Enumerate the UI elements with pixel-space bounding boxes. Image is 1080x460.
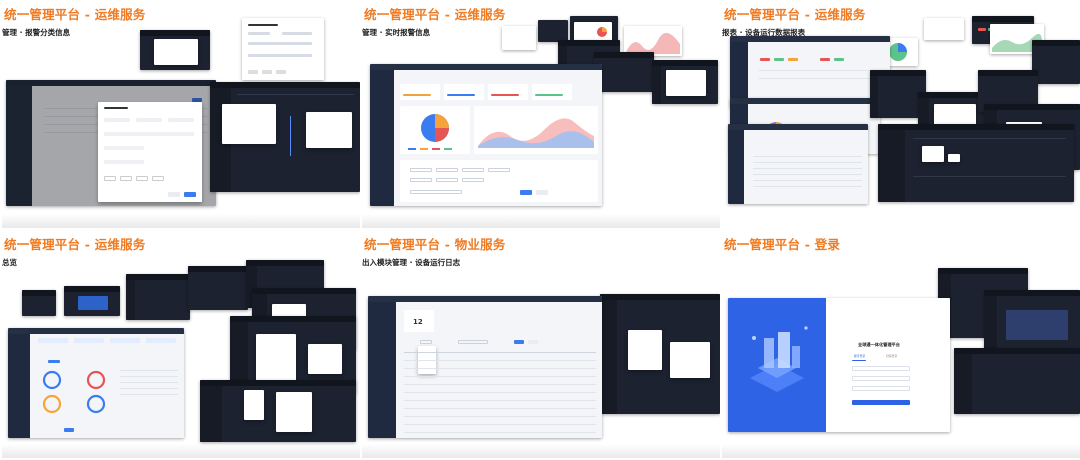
login-button[interactable] (852, 400, 910, 405)
main-screenshot-alarm-classification (6, 80, 216, 206)
username-input[interactable] (852, 366, 910, 371)
captcha-input[interactable] (852, 386, 910, 391)
panel-title: 统一管理平台 - 物业服务 (364, 237, 506, 252)
panel-title: 统一管理平台 - 运维服务 (724, 7, 866, 22)
panel-access-module: 统一管理平台 - 物业服务 出入模块管理 · 设备运行日志 12 (362, 230, 720, 458)
panel-subtitle: 出入模块管理 · 设备运行日志 (362, 258, 461, 267)
panel-subtitle: 管理 · 报警分类信息 (2, 28, 71, 37)
thumb-dark-dashboard (210, 82, 360, 192)
panel-title: 统一管理平台 - 登录 (724, 237, 841, 252)
report-screenshot-table (728, 124, 868, 204)
tab-account-login[interactable]: 账号登录 (854, 354, 866, 358)
gauge-ring-icon (42, 370, 106, 414)
reset-button[interactable] (528, 340, 538, 344)
main-screenshot-overview (8, 328, 184, 438)
pie-chart-icon (597, 27, 607, 37)
search-input[interactable] (458, 340, 488, 344)
panel-overview: 统一管理平台 - 运维服务 总览 (2, 230, 360, 458)
query-button[interactable] (514, 340, 524, 344)
area-chart-icon (626, 32, 680, 54)
main-screenshot-login: 全球通一体化管理平台 账号登录 扫码登录 (728, 298, 950, 432)
main-screenshot-device-log: 12 (368, 296, 602, 438)
thumb-form-dialog (242, 18, 324, 80)
panel-subtitle: 总览 (2, 258, 17, 267)
filter-select[interactable] (420, 340, 432, 344)
thumb-dark-log (600, 294, 720, 414)
password-input[interactable] (852, 376, 910, 381)
panel-title: 统一管理平台 - 运维服务 (4, 7, 146, 22)
pie-chart-icon (408, 114, 452, 150)
login-illustration (728, 298, 826, 432)
isometric-server-icon (750, 326, 808, 392)
login-title: 全球通一体化管理平台 (858, 342, 900, 347)
panel-title: 统一管理平台 - 运维服务 (364, 7, 506, 22)
panel-realtime-alarm: 统一管理平台 - 运维服务 管理 · 实时报警信息 (362, 0, 720, 228)
main-screenshot-realtime-alarm (370, 64, 602, 206)
tab-scan-login[interactable]: 扫码登录 (886, 354, 898, 358)
pie-chart-icon (889, 43, 907, 61)
thumb-dark-modal (140, 30, 210, 70)
stat-value: 12 (413, 318, 423, 326)
panel-login: 统一管理平台 - 登录 全球通一体化管理平台 账号登录 扫码登录 (722, 230, 1080, 458)
thumb-dark-report (878, 124, 1074, 202)
reset-button[interactable] (536, 190, 548, 195)
dialog-add-alarm-category (98, 102, 202, 202)
panel-title: 统一管理平台 - 运维服务 (4, 237, 146, 252)
report-screenshot-top (730, 36, 890, 108)
panel-alarm-classification: 统一管理平台 - 运维服务 管理 · 报警分类信息 (2, 0, 360, 228)
panel-subtitle: 管理 · 实时报警信息 (362, 28, 431, 37)
area-chart-icon (478, 118, 594, 148)
panel-subtitle: 报表 · 设备运行数据报表 (722, 28, 806, 37)
panel-device-report: 统一管理平台 - 运维服务 报表 · 设备运行数据报表 (722, 0, 1080, 228)
query-button[interactable] (520, 190, 532, 195)
